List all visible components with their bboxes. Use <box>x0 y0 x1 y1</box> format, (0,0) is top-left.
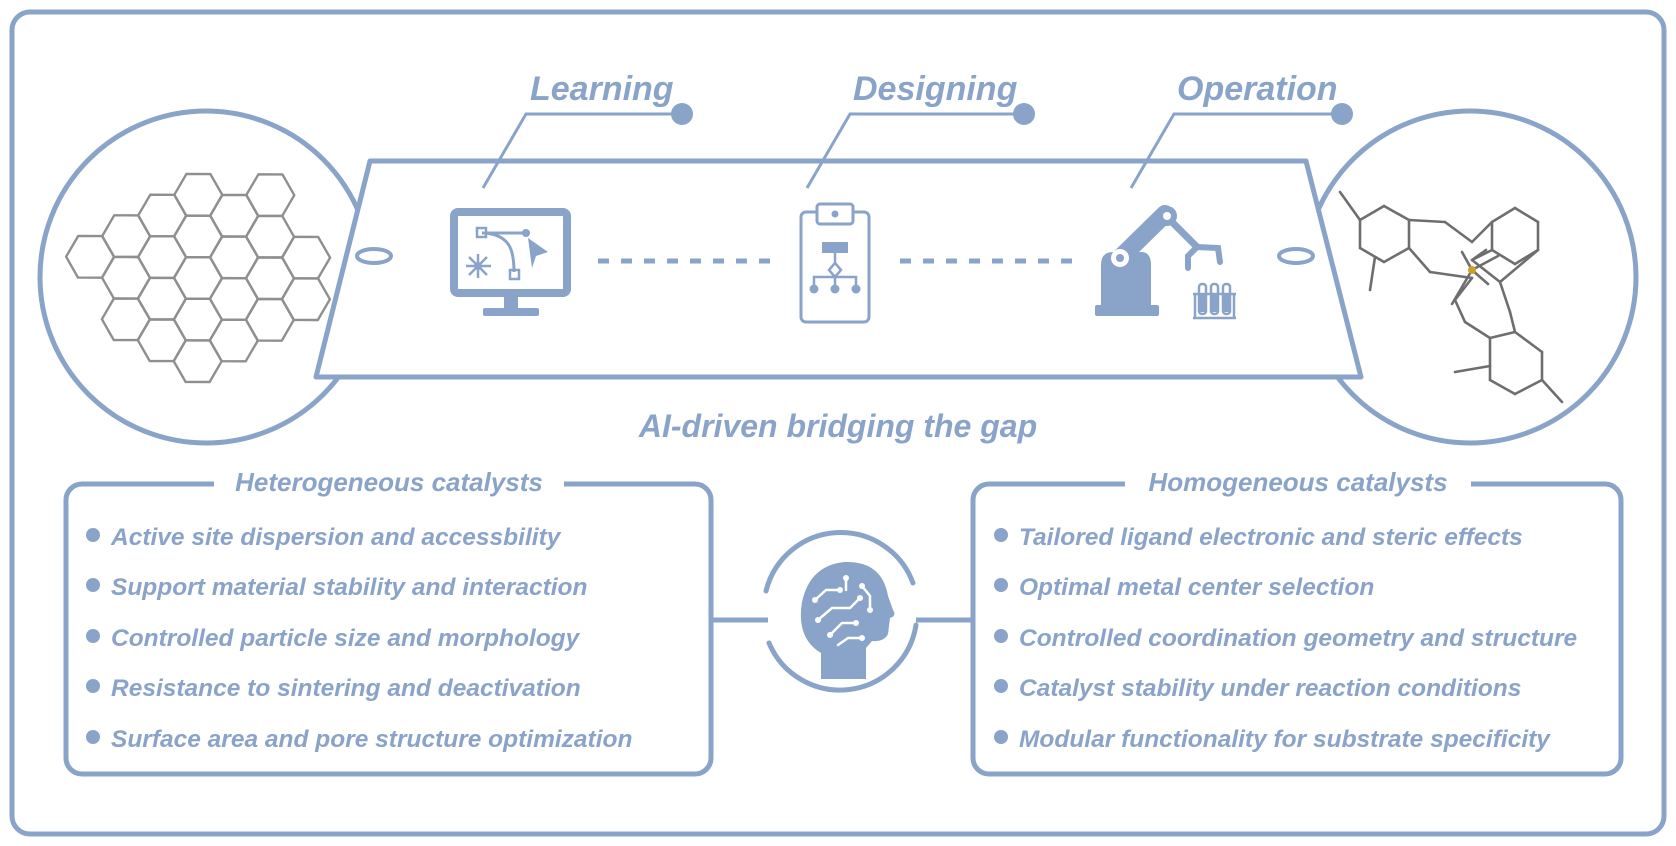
monitor-bezier-icon <box>450 208 571 316</box>
stage-label: Learning <box>530 70 674 108</box>
list-item-text: Catalyst stability under reaction condit… <box>1019 675 1521 702</box>
list-item-text: Controlled coordination geometry and str… <box>1019 625 1577 652</box>
list-item: Tailored ligand electronic and steric ef… <box>994 524 1523 551</box>
list-item: Surface area and pore structure optimiza… <box>86 726 632 753</box>
heterogeneous-title: Heterogeneous catalysts <box>235 467 543 497</box>
list-item-text: Controlled particle size and morphology <box>111 625 581 652</box>
list-item-text: Modular functionality for substrate spec… <box>1019 726 1551 753</box>
metal-complex-molecule-icon <box>1338 190 1564 404</box>
right-connector-ring <box>1277 247 1315 265</box>
list-item: Modular functionality for substrate spec… <box>994 726 1551 753</box>
stage-learning: Learning <box>481 70 693 189</box>
stage-designing: Designing <box>805 70 1035 189</box>
lattice-hexagon <box>280 235 332 280</box>
list-item-text: Support material stability and interacti… <box>111 574 587 601</box>
homogeneous-list: Tailored ligand electronic and steric ef… <box>994 524 1577 753</box>
heterogeneous-list: Active site dispersion and accessbility … <box>86 524 632 753</box>
list-item: Catalyst stability under reaction condit… <box>994 675 1521 702</box>
stage-label: Designing <box>853 70 1018 108</box>
list-item-text: Tailored ligand electronic and steric ef… <box>1019 524 1523 551</box>
robot-arm-icon <box>1095 205 1236 320</box>
stage-operation: Operation <box>1129 70 1353 189</box>
homogeneous-title: Homogeneous catalysts <box>1148 467 1447 497</box>
left-connector-ring <box>355 247 393 265</box>
list-item: Controlled coordination geometry and str… <box>994 625 1577 652</box>
hexagonal-lattice-icon <box>64 172 332 384</box>
list-item-text: Surface area and pore structure optimiza… <box>111 726 632 753</box>
clipboard-flowchart-icon <box>799 202 871 324</box>
list-item-text: Optimal metal center selection <box>1019 574 1374 601</box>
list-item-text: Resistance to sintering and deactivation <box>111 675 581 702</box>
outer-frame <box>9 9 1667 837</box>
list-item: Active site dispersion and accessbility <box>86 524 562 551</box>
banner-title: AI-driven bridging the gap <box>638 408 1037 444</box>
list-item: Support material stability and interacti… <box>86 574 587 601</box>
list-item: Controlled particle size and morphology <box>86 625 581 652</box>
stage-label: Operation <box>1177 70 1338 108</box>
list-item: Resistance to sintering and deactivation <box>86 675 581 702</box>
list-item: Optimal metal center selection <box>994 574 1374 601</box>
ai-brain-head-icon <box>711 530 973 693</box>
list-item-text: Active site dispersion and accessbility <box>110 524 562 551</box>
lattice-hexagon <box>245 173 296 218</box>
lattice-hexagon <box>280 277 332 322</box>
